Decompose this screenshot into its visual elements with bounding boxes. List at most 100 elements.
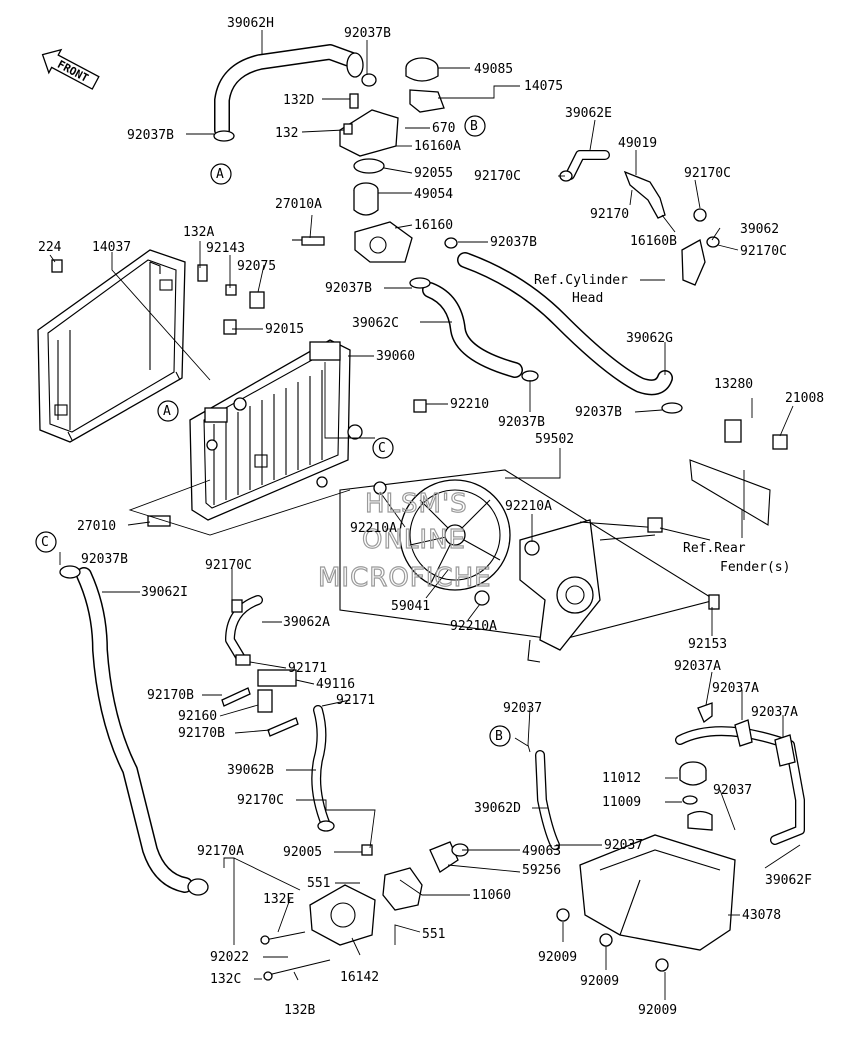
part-label: 92037A	[674, 659, 721, 674]
part-label: 39062	[740, 222, 779, 237]
ref-rear-fender-line1: Ref.Rear	[683, 541, 746, 556]
part-label: 92037B	[490, 235, 537, 250]
part-label: 551	[422, 927, 445, 942]
watermark: HLSM'S ONLINE MICROFICHE	[317, 488, 492, 593]
part-label: 39062B	[227, 763, 274, 778]
part-label: 16160	[414, 218, 453, 233]
part-label: 92170C	[740, 244, 787, 259]
part-label: 92160	[178, 709, 217, 724]
part-label: 92210	[450, 397, 489, 412]
part-label: 16160A	[414, 139, 461, 154]
svg-text:C: C	[41, 535, 49, 550]
part-label: 39062A	[283, 615, 330, 630]
part-label: 92009	[538, 950, 577, 965]
ref-circle-c-left: C	[35, 531, 57, 553]
part-label: 14075	[524, 79, 563, 94]
part-label: 92037B	[81, 552, 128, 567]
svg-text:B: B	[495, 729, 503, 744]
part-label: 27010A	[275, 197, 322, 212]
part-label: 39062C	[352, 316, 399, 331]
part-label: 92022	[210, 950, 249, 965]
part-label: 92153	[688, 637, 727, 652]
part-label: 92170C	[684, 166, 731, 181]
part-label: 39062F	[765, 873, 812, 888]
part-label: 49054	[414, 187, 453, 202]
ref-circle-a-mid: A	[157, 400, 179, 422]
part-label: 92170B	[178, 726, 225, 741]
part-label: 92171	[288, 661, 327, 676]
svg-text:HLSM'S: HLSM'S	[365, 489, 468, 519]
part-label: 39062D	[474, 801, 521, 816]
part-label: 92037B	[127, 128, 174, 143]
thermostat-housing-drawing	[292, 57, 445, 263]
part-label: 16142	[340, 970, 379, 985]
part-label: 43078	[742, 908, 781, 923]
part-label: 11060	[472, 888, 511, 903]
part-label: 92170C	[237, 793, 284, 808]
part-label: 49116	[316, 677, 355, 692]
part-label: 92037B	[344, 26, 391, 41]
svg-text:MICROFICHE: MICROFICHE	[318, 563, 492, 593]
ref-cylinder-head-line2: Head	[572, 291, 603, 306]
part-label: 92005	[283, 845, 322, 860]
part-label: 49085	[474, 62, 513, 77]
ref-circle-b-top: B	[464, 115, 486, 137]
part-label: 49019	[618, 136, 657, 151]
hoses-drawing	[76, 44, 805, 893]
part-label: 49063	[522, 844, 561, 859]
part-label: 92210A	[505, 499, 552, 514]
part-label: 92210A	[350, 521, 397, 536]
water-pump-drawing	[260, 841, 469, 981]
part-label: 92170A	[197, 844, 244, 859]
part-label: 132C	[210, 972, 241, 987]
ref-rear-fender-line2: Fender(s)	[720, 560, 790, 575]
part-label: 92170	[590, 207, 629, 222]
part-label: 11009	[602, 795, 641, 810]
part-label: 92037	[604, 838, 643, 853]
part-label: 39060	[376, 349, 415, 364]
leader-lines	[49, 30, 801, 1000]
part-label: 59256	[522, 863, 561, 878]
ref-circle-b-bottom: B	[489, 725, 511, 747]
part-label: 92037B	[325, 281, 372, 296]
svg-text:ONLINE: ONLINE	[362, 525, 466, 555]
part-label: 13280	[714, 377, 753, 392]
part-label: 132A	[183, 225, 214, 240]
reference-circles: A B A C C B	[35, 115, 511, 747]
svg-text:B: B	[470, 119, 478, 134]
part-labels: 39062H 92037B 49085 14075 132D 670 132 1…	[38, 16, 824, 1018]
part-label: 92009	[580, 974, 619, 989]
part-label: 92143	[206, 241, 245, 256]
small-parts-drawing	[51, 73, 796, 896]
part-label: 21008	[785, 391, 824, 406]
ref-circle-a-top: A	[210, 163, 232, 185]
part-label: 11012	[602, 771, 641, 786]
part-label: 92037	[503, 701, 542, 716]
part-label: 92037A	[751, 705, 798, 720]
part-label: 92015	[265, 322, 304, 337]
part-label: 39062I	[141, 585, 188, 600]
part-label: 92171	[336, 693, 375, 708]
part-label: 39062G	[626, 331, 673, 346]
part-label: 92009	[638, 1003, 677, 1018]
svg-text:C: C	[378, 441, 386, 456]
reservoir-tank-drawing	[556, 761, 736, 972]
front-arrow-text: FRONT	[55, 58, 91, 85]
part-label: 132D	[283, 93, 314, 108]
part-label: 551	[307, 876, 330, 891]
radiator-screen-drawing	[37, 249, 186, 443]
part-label: 92170C	[205, 558, 252, 573]
part-label: 92037	[713, 783, 752, 798]
part-label: 92170C	[474, 169, 521, 184]
part-label: 92037A	[712, 681, 759, 696]
part-label: 92055	[414, 166, 453, 181]
fan-assembly-drawing	[339, 469, 717, 663]
part-label: 39062H	[227, 16, 274, 31]
part-label: 59502	[535, 432, 574, 447]
part-label: 16160B	[630, 234, 677, 249]
part-label: 132	[275, 126, 298, 141]
radiator-drawing	[189, 339, 363, 521]
ref-circle-c-mid: C	[372, 437, 394, 459]
part-label: 92037B	[575, 405, 622, 420]
